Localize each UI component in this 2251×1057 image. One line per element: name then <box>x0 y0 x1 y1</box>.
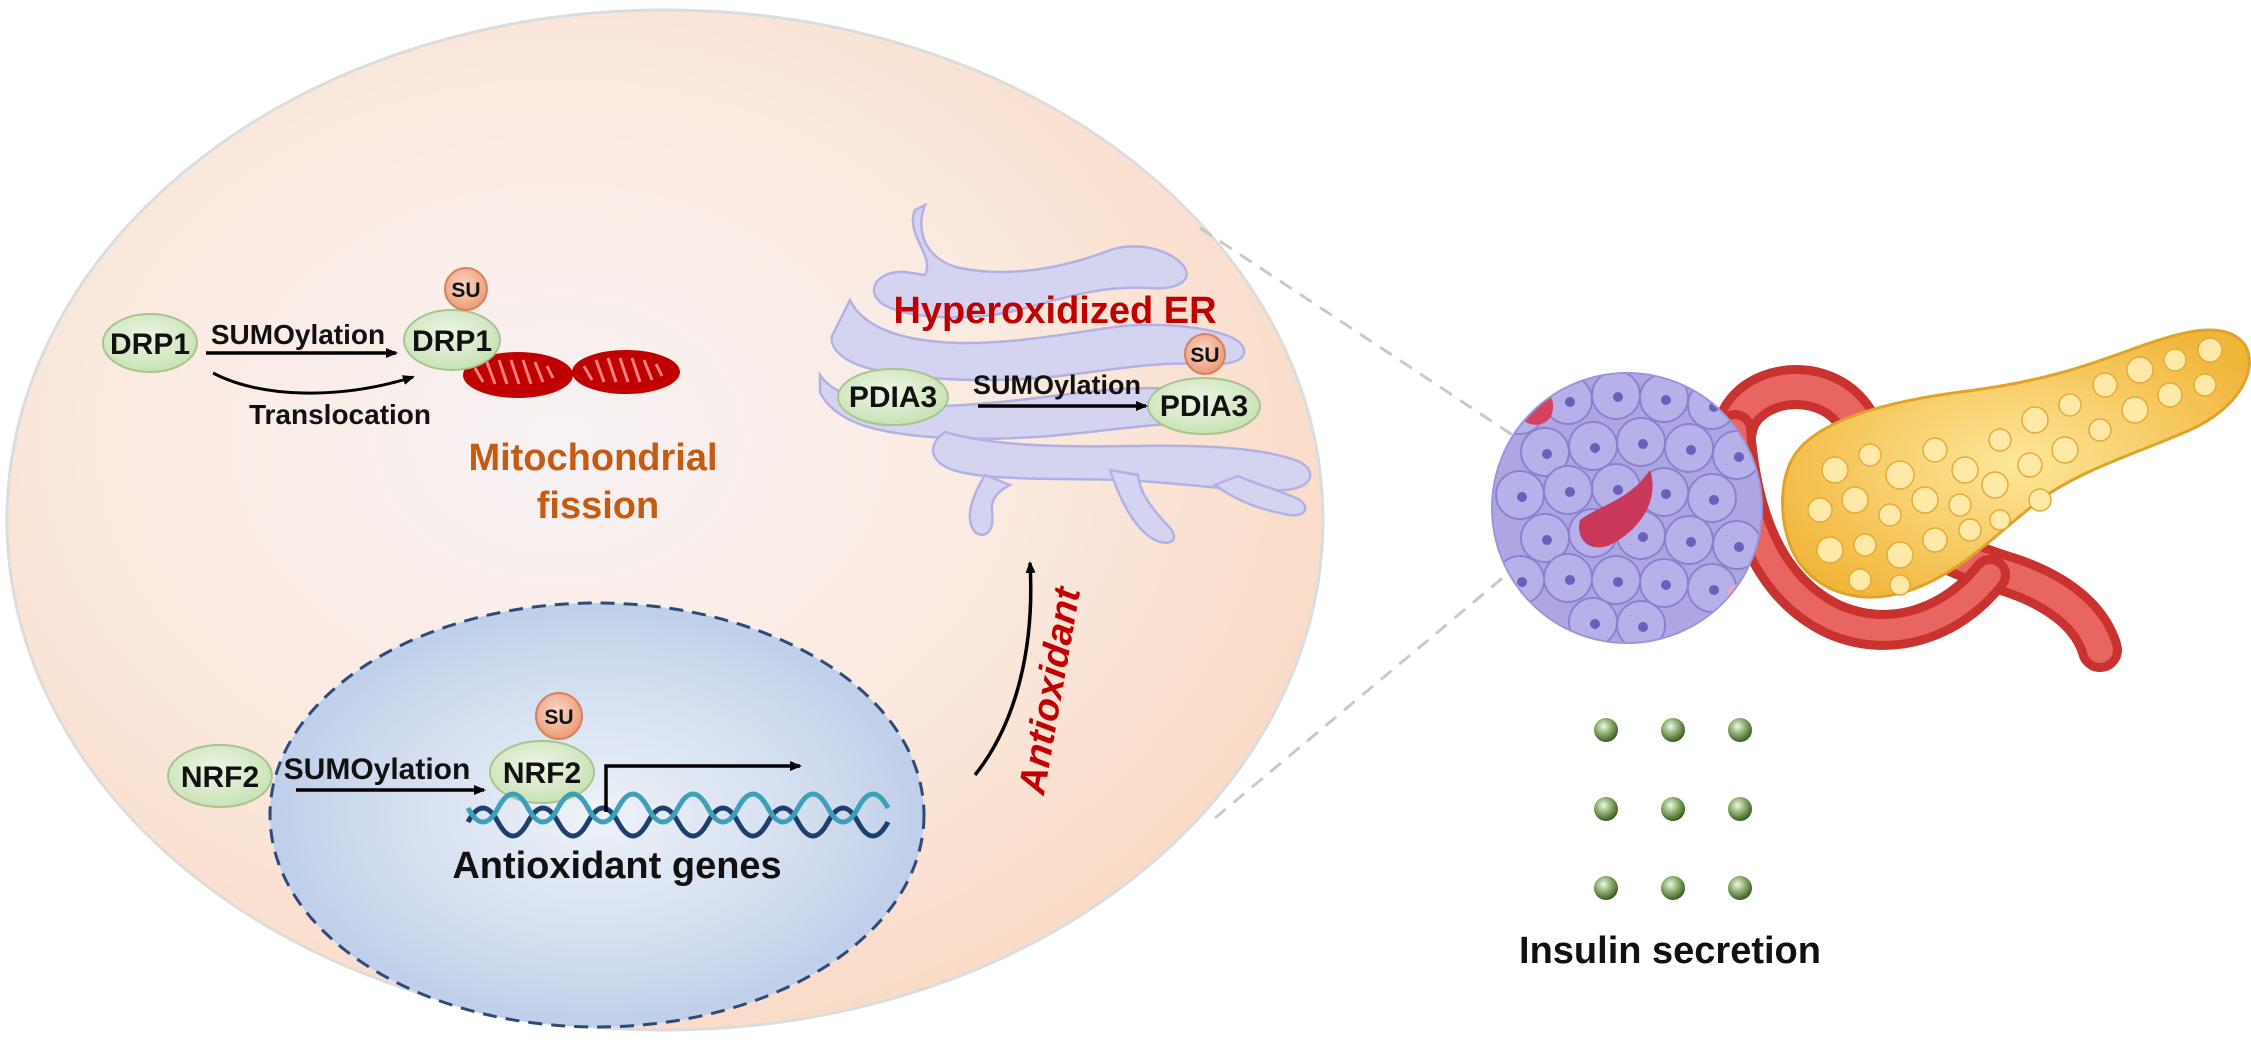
insulin-granule <box>1728 876 1752 900</box>
islet-outline <box>1491 372 1763 644</box>
insulin-granules <box>1594 718 1752 900</box>
pdia3-left-label: PDIA3 <box>849 381 937 414</box>
dna-helix <box>465 791 891 839</box>
nrf2-right-label: NRF2 <box>503 757 581 790</box>
zoom-line-bottom <box>1214 528 1561 820</box>
nrf2-sumoylation-label: SUMOylation <box>284 753 471 786</box>
drp1-left-node: DRP1 <box>102 313 198 373</box>
nrf2-su-tag: SU <box>535 692 583 740</box>
insulin-granule <box>1661 876 1685 900</box>
drp1-translocation-label: Translocation <box>249 399 431 430</box>
drp1-left-label: DRP1 <box>110 328 190 361</box>
antioxidant-arrow <box>973 561 1036 777</box>
mitochondrion-fragment-right <box>572 350 680 394</box>
antioxidant-genes-label: Antioxidant genes <box>452 845 781 887</box>
mitochondrial-fission-label-line1: Mitochondrial <box>468 437 717 479</box>
insulin-granule <box>1728 797 1752 821</box>
pdia3-sumoylated-node: PDIA3 <box>1147 377 1261 435</box>
pdia3-su-label: SU <box>1190 344 1219 367</box>
drp1-sumoylation-label: SUMOylation <box>211 319 385 350</box>
insulin-secretion-label: Insulin secretion <box>1519 930 1821 972</box>
pdia3-right-label: PDIA3 <box>1160 390 1248 423</box>
mitochondrion-fragment-left <box>463 352 573 398</box>
insulin-granule <box>1594 876 1618 900</box>
nrf2-sumoylated-node: NRF2 <box>489 740 595 804</box>
insulin-granule <box>1728 718 1752 742</box>
drp1-sumoylated-node: DRP1 <box>403 309 501 371</box>
nrf2-su-label: SU <box>544 706 573 729</box>
insulin-granule <box>1594 718 1618 742</box>
drp1-translocation-arrow <box>212 371 415 395</box>
pancreas <box>1781 328 2251 599</box>
insulin-granule <box>1661 718 1685 742</box>
pdia3-su-tag: SU <box>1184 333 1226 375</box>
pdia3-left-node: PDIA3 <box>837 368 949 426</box>
zoom-line-top <box>1199 226 1521 442</box>
nucleus <box>268 601 926 1029</box>
mitochondrial-fission-label-line2: fission <box>537 485 659 527</box>
pdia3-sumoylation-label: SUMOylation <box>973 370 1141 400</box>
nrf2-left-label: NRF2 <box>181 761 259 794</box>
drp1-su-tag: SU <box>444 267 488 311</box>
nrf2-left-node: NRF2 <box>167 744 273 808</box>
insulin-granule <box>1594 797 1618 821</box>
transcription-arrow <box>604 761 802 812</box>
hyperoxidized-er-label: Hyperoxidized ER <box>893 290 1216 332</box>
insulin-granule <box>1661 797 1685 821</box>
drp1-right-label: DRP1 <box>412 325 492 358</box>
drp1-su-label: SU <box>451 279 480 302</box>
